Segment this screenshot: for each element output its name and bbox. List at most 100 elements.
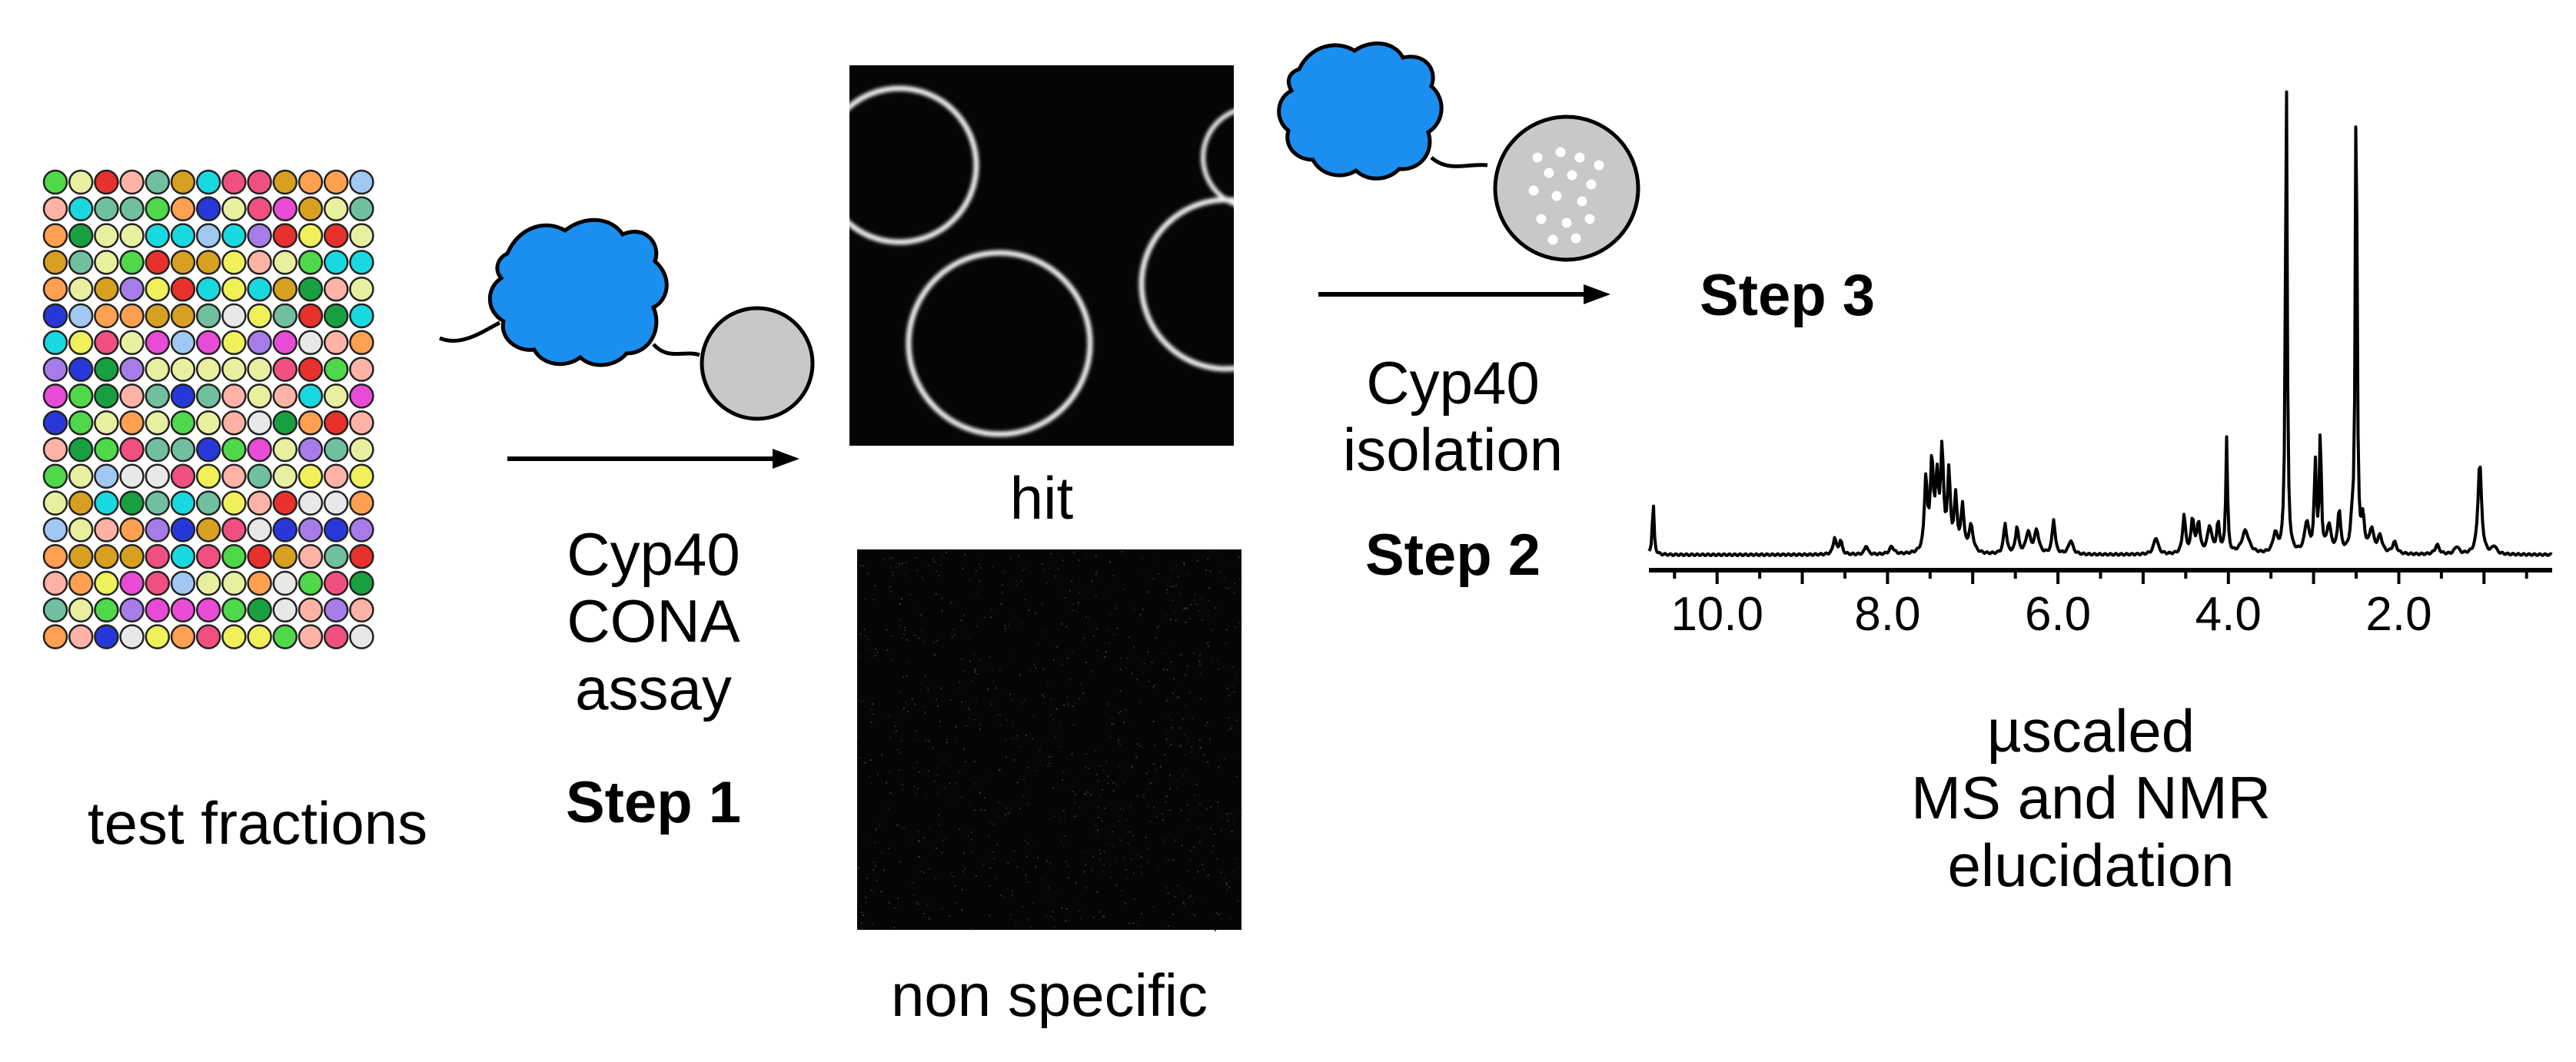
- ligand-dot: [1586, 179, 1597, 190]
- noise-speck: [901, 784, 903, 786]
- noise-speck: [1083, 792, 1085, 795]
- noise-speck: [968, 717, 970, 719]
- noise-speck: [1235, 719, 1238, 722]
- noise-speck: [1029, 669, 1031, 672]
- noise-speck: [1228, 587, 1229, 589]
- fraction-well: [323, 463, 349, 490]
- noise-speck: [1101, 820, 1103, 822]
- noise-speck: [900, 598, 902, 600]
- noise-speck: [1092, 916, 1095, 918]
- noise-speck: [989, 703, 992, 705]
- noise-speck: [1225, 642, 1227, 645]
- fraction-well: [195, 303, 221, 329]
- noise-speck: [1107, 775, 1109, 777]
- fraction-well: [145, 330, 171, 356]
- noise-speck: [1042, 694, 1044, 696]
- noise-speck: [902, 708, 905, 710]
- noise-speck: [1132, 835, 1134, 837]
- noise-speck: [1238, 556, 1240, 559]
- noise-speck: [1028, 609, 1030, 612]
- fraction-well: [195, 223, 221, 248]
- fraction-well: [349, 250, 374, 275]
- noise-speck: [989, 821, 991, 824]
- noise-speck: [1186, 804, 1188, 806]
- fraction-well: [195, 196, 221, 222]
- noise-speck: [970, 831, 972, 833]
- noise-speck: [1239, 563, 1241, 566]
- noise-speck: [936, 792, 939, 794]
- noise-speck: [881, 851, 882, 854]
- noise-speck: [935, 593, 937, 596]
- noise-speck: [1234, 676, 1236, 679]
- noise-speck: [1086, 587, 1089, 589]
- noise-speck: [1218, 766, 1220, 768]
- noise-speck: [1207, 558, 1209, 560]
- noise-speck: [862, 700, 864, 702]
- noise-speck: [1085, 616, 1087, 619]
- bead-ring: [1201, 108, 1234, 207]
- fraction-well: [42, 410, 68, 436]
- noise-speck: [941, 609, 943, 612]
- noise-speck: [1072, 815, 1075, 818]
- fraction-well: [42, 436, 68, 463]
- noise-speck: [1198, 841, 1201, 843]
- fraction-well: [68, 597, 94, 623]
- fraction-well: [68, 490, 94, 516]
- noise-speck: [1109, 735, 1112, 738]
- noise-speck: [865, 896, 867, 898]
- fraction-well: [323, 436, 349, 463]
- noise-speck: [1088, 799, 1090, 801]
- noise-speck: [1233, 871, 1235, 873]
- fraction-well: [94, 169, 119, 195]
- noise-speck: [1046, 860, 1048, 862]
- noise-speck: [1141, 912, 1142, 914]
- noise-speck: [1008, 811, 1010, 814]
- fraction-well: [247, 436, 272, 463]
- noise-speck: [1073, 724, 1075, 726]
- noise-speck: [1208, 874, 1209, 876]
- protein-blob-icon: [1277, 41, 1444, 181]
- noise-speck: [968, 637, 970, 639]
- fraction-well: [119, 196, 145, 222]
- noise-speck: [1198, 795, 1200, 797]
- noise-speck: [959, 771, 961, 773]
- noise-speck: [896, 566, 897, 569]
- noise-speck: [1188, 897, 1190, 899]
- noise-speck: [963, 852, 966, 855]
- noise-speck: [1049, 862, 1052, 865]
- ligand-dot: [1567, 170, 1577, 181]
- fraction-well: [323, 330, 349, 356]
- fraction-well: [247, 223, 272, 248]
- noise-speck: [1022, 906, 1024, 908]
- noise-speck: [951, 798, 953, 801]
- noise-speck: [1201, 898, 1203, 901]
- noise-speck: [1133, 872, 1135, 874]
- fraction-well: [94, 330, 119, 356]
- noise-speck: [1226, 889, 1228, 891]
- fraction-well: [170, 250, 196, 275]
- fraction-well: [297, 570, 324, 596]
- noise-speck: [954, 738, 956, 740]
- noise-speck: [938, 824, 940, 826]
- noise-speck: [1228, 886, 1231, 888]
- noise-speck: [1109, 561, 1111, 563]
- noise-speck: [1112, 782, 1115, 784]
- noise-speck: [1183, 904, 1185, 907]
- noise-speck: [1176, 696, 1178, 699]
- noise-speck: [1228, 716, 1230, 719]
- noise-speck: [1199, 663, 1202, 665]
- noise-speck: [1078, 603, 1080, 606]
- tether-line-1: [439, 320, 501, 343]
- noise-speck: [1103, 597, 1105, 599]
- noise-speck: [1138, 702, 1141, 704]
- fraction-well: [349, 624, 374, 649]
- noise-speck: [1016, 866, 1019, 868]
- noise-speck: [1187, 870, 1189, 872]
- fraction-well: [42, 196, 68, 222]
- noise-speck: [859, 905, 862, 908]
- fraction-well: [272, 597, 298, 623]
- noise-speck: [1012, 723, 1014, 725]
- noise-speck: [976, 698, 978, 700]
- noise-speck: [1050, 714, 1052, 715]
